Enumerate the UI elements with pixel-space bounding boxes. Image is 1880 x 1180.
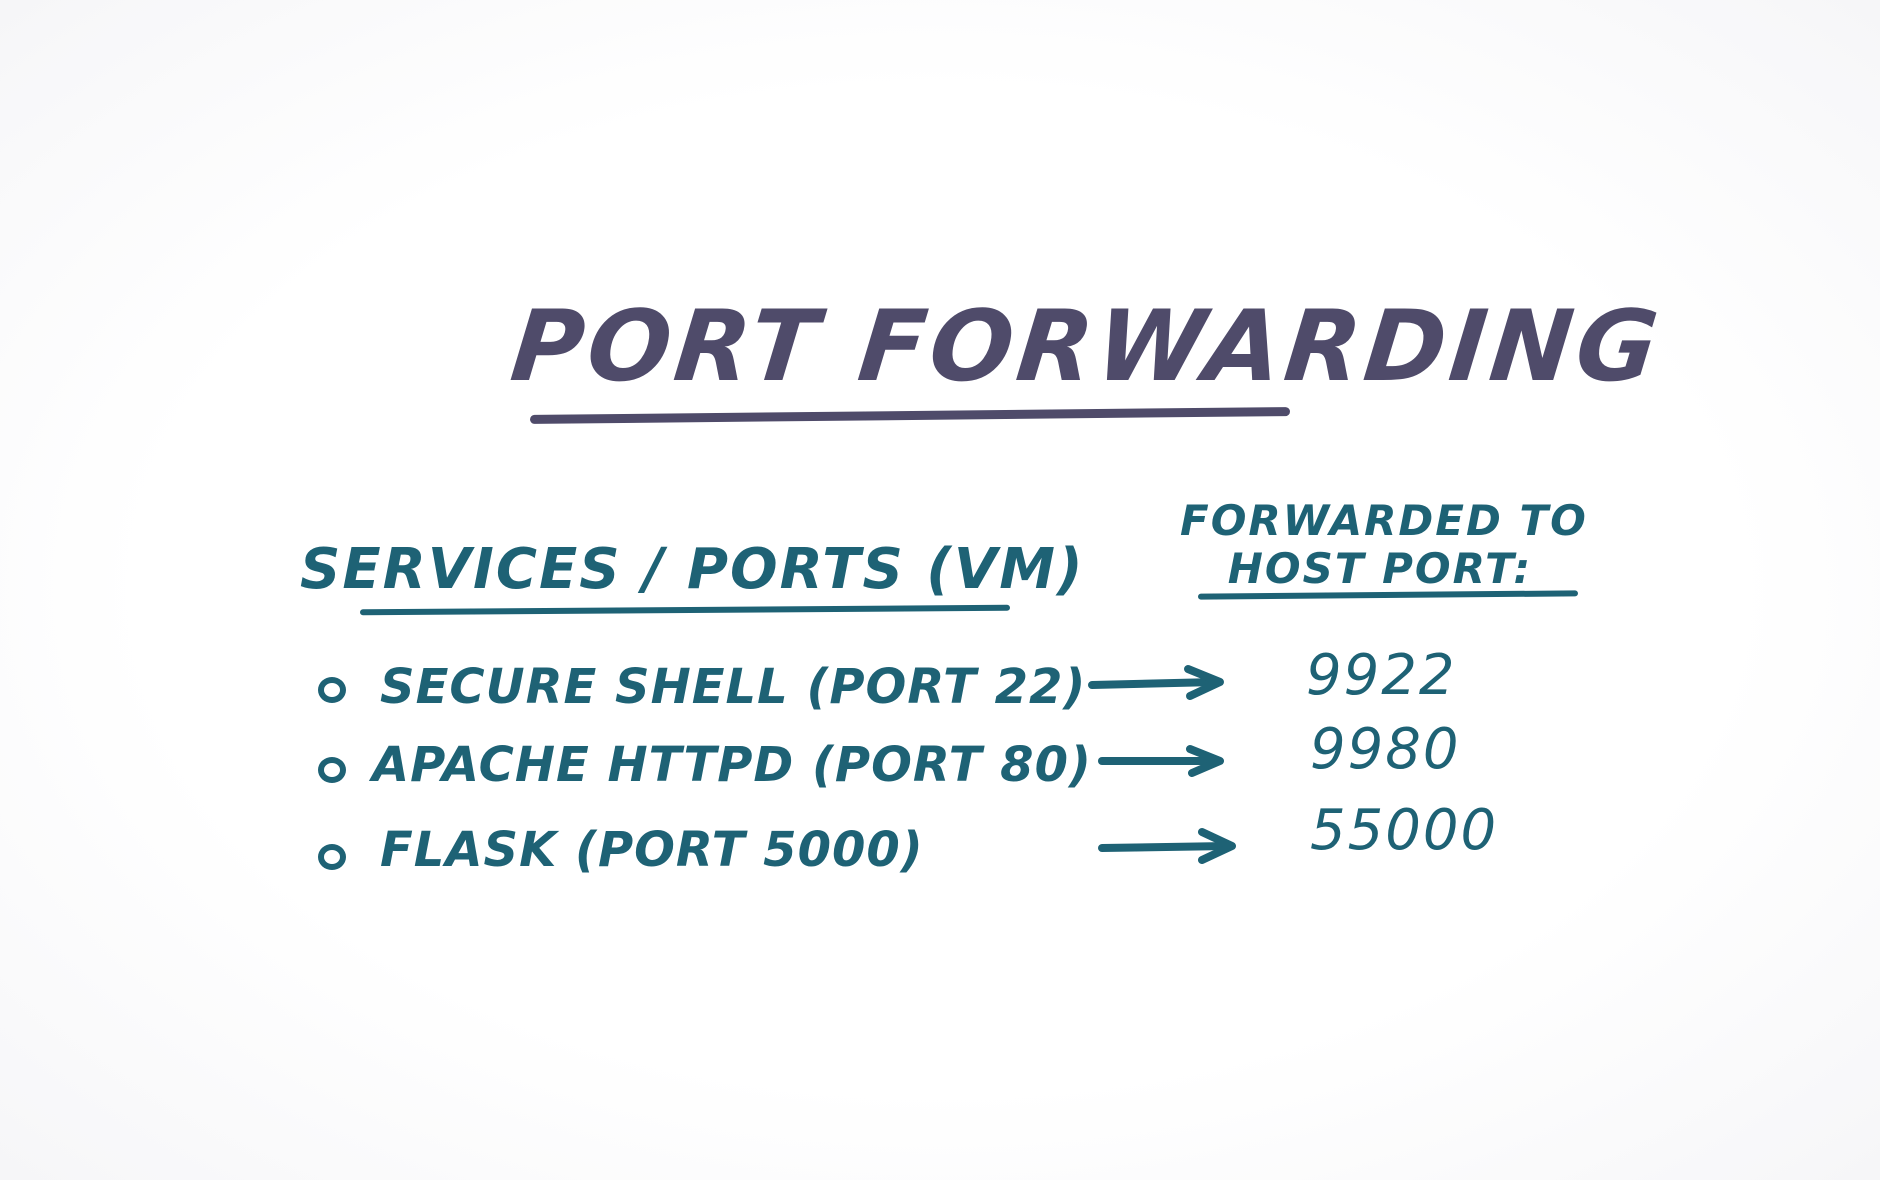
- bullet-icon: [318, 844, 346, 870]
- service-label: Apache httpd (port 80): [372, 737, 1092, 793]
- port-mapping-row: Apache httpd (port 80) 9980: [0, 717, 1880, 803]
- port-mapping-row: Flask (port 5000) 55000: [0, 798, 1880, 888]
- bullet-icon: [318, 757, 346, 783]
- arrow-right-icon: [1088, 665, 1224, 700]
- host-port-column-header: Forwarded to host port:: [1180, 500, 1586, 593]
- host-port-value: 9980: [1310, 717, 1461, 782]
- host-port-header-line2: host port:: [1227, 544, 1533, 593]
- service-label: Flask (port 5000): [380, 822, 924, 878]
- host-port-header-line1: Forwarded to: [1180, 496, 1588, 545]
- bullet-icon: [318, 677, 346, 703]
- service-label: secure shell (port 22): [380, 659, 1087, 715]
- host-port-value: 55000: [1310, 798, 1499, 863]
- arrow-right-icon: [1098, 745, 1224, 777]
- port-mapping-row: secure shell (port 22) 9922: [0, 643, 1880, 725]
- services-column-underline: [359, 604, 1011, 616]
- title-underline: [529, 407, 1291, 424]
- arrow-right-icon: [1098, 828, 1236, 864]
- services-column-header: Services / Ports (VM): [300, 537, 1085, 602]
- host-port-value: 9922: [1306, 643, 1457, 708]
- diagram-title: Port Forwarding: [506, 290, 1668, 404]
